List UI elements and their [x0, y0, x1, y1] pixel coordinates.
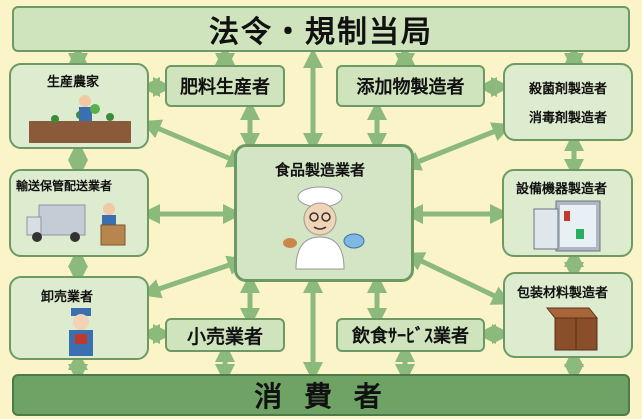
sterilizer-label: 殺菌剤製造者 — [528, 82, 607, 97]
wholesaler-illustration — [69, 308, 93, 356]
sterilizer-box: 殺菌剤製造者 消毒剤製造者 — [503, 63, 633, 141]
food-manufacturer-label: 食品製造業者 — [275, 161, 366, 179]
consumer-box: 消 費 者 — [12, 374, 630, 416]
fertilizer-label: 肥料生産者 — [180, 77, 270, 98]
regulator-box: 法令・規制当局 — [12, 6, 630, 52]
logistics-box: 輸送保管配送業者 — [9, 169, 149, 257]
logistics-label: 輸送保管配送業者 — [16, 179, 113, 193]
food-service-label: 飲食ｻｰﾋﾞｽ業者 — [352, 326, 469, 347]
retail-label: 小売業者 — [186, 325, 263, 348]
consumer-label: 消 費 者 — [254, 380, 388, 413]
box-illustration — [545, 307, 599, 351]
regulator-label: 法令・規制当局 — [209, 15, 433, 50]
disinfectant-label: 消毒剤製造者 — [528, 111, 607, 126]
farmer-illustration — [29, 95, 131, 143]
equipment-box: 設備機器製造者 — [502, 169, 633, 257]
arrow-farmer-food — [140, 119, 248, 168]
chef-illustration — [283, 186, 365, 270]
packaging-label: 包装材料製造者 — [517, 286, 609, 301]
packaging-box: 包装材料製造者 — [503, 272, 633, 358]
farmer-label: 生産農家 — [47, 75, 100, 90]
equipment-label: 設備機器製造者 — [516, 182, 608, 197]
arrow-food-packaging — [403, 252, 513, 305]
arrow-food-wholesale — [140, 255, 248, 299]
refrigerator-illustration — [533, 200, 601, 252]
wholesale-label: 卸売業者 — [41, 290, 94, 305]
arrow-sterilizer-food — [400, 122, 513, 171]
truck-illustration — [26, 203, 126, 246]
farmer-box: 生産農家 — [9, 63, 149, 149]
fertilizer-box: 肥料生産者 — [165, 65, 285, 107]
food-manufacturer-box: 食品製造業者 — [234, 144, 414, 282]
retail-box: 小売業者 — [165, 318, 285, 352]
additive-box: 添加物製造者 — [336, 65, 485, 107]
additive-label: 添加物製造者 — [356, 77, 465, 98]
wholesale-box: 卸売業者 — [9, 276, 149, 360]
food-service-box: 飲食ｻｰﾋﾞｽ業者 — [336, 318, 485, 352]
